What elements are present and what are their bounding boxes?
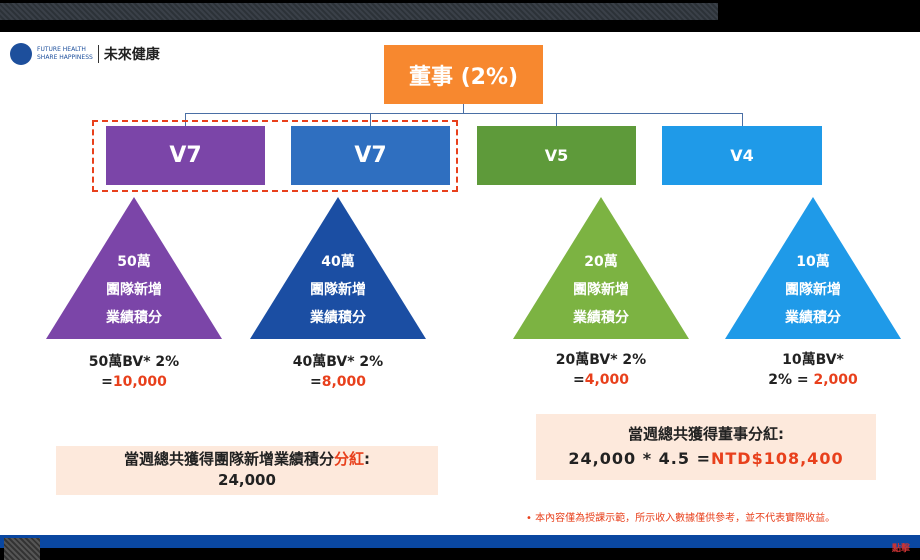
browser-tab-strip	[0, 3, 718, 20]
triangle-text: 50萬團隊新增業績積分	[106, 254, 162, 326]
triangle-v4	[725, 197, 901, 339]
director-box: 董事 (2%)	[384, 45, 543, 104]
triangle-v7-b	[250, 197, 426, 339]
logo-mark-icon	[10, 43, 32, 65]
connector	[742, 113, 743, 126]
connector	[370, 113, 371, 126]
level-box-v7-b: V7	[291, 126, 450, 185]
connector	[185, 113, 186, 126]
thumbnail	[4, 538, 40, 560]
formula: 20萬BV* 2%=4,000	[555, 352, 647, 388]
triangle-v5	[513, 197, 689, 339]
summary-director-bonus: 當週總共獲得董事分紅: 24,000 * 4.5 =NTD$108,400	[536, 414, 876, 480]
triangle-v7-a	[46, 197, 222, 339]
level-box-v7-a: V7	[106, 126, 265, 185]
logo-divider	[97, 45, 99, 63]
connector	[185, 113, 743, 114]
corner-label: 點擊	[892, 544, 911, 554]
highlight-dashed-frame	[92, 120, 458, 192]
level-box-v5: V5	[477, 126, 636, 185]
triangle-text: 20萬團隊新增業績積分	[573, 254, 629, 326]
summary-team-bonus: 當週總共獲得團隊新增業績積分分紅: 24,000	[56, 446, 438, 495]
connector	[463, 104, 464, 114]
logo-chinese: 未來健康	[103, 47, 160, 63]
level-box-v4: V4	[662, 126, 822, 185]
footer-bar	[0, 535, 920, 548]
formula: 10萬BV*2% = 2,000	[768, 352, 858, 388]
triangle-text: 40萬團隊新增業績積分	[310, 254, 366, 326]
formula: 50萬BV* 2%=10,000	[88, 354, 180, 390]
connector	[556, 113, 557, 126]
formula: 40萬BV* 2%=8,000	[292, 354, 384, 390]
triangle-text: 10萬團隊新增業績積分	[785, 254, 841, 326]
disclaimer: • 本內容僅為授課示範，所示收入數據僅供參考，並不代表實際收益。	[526, 513, 836, 524]
